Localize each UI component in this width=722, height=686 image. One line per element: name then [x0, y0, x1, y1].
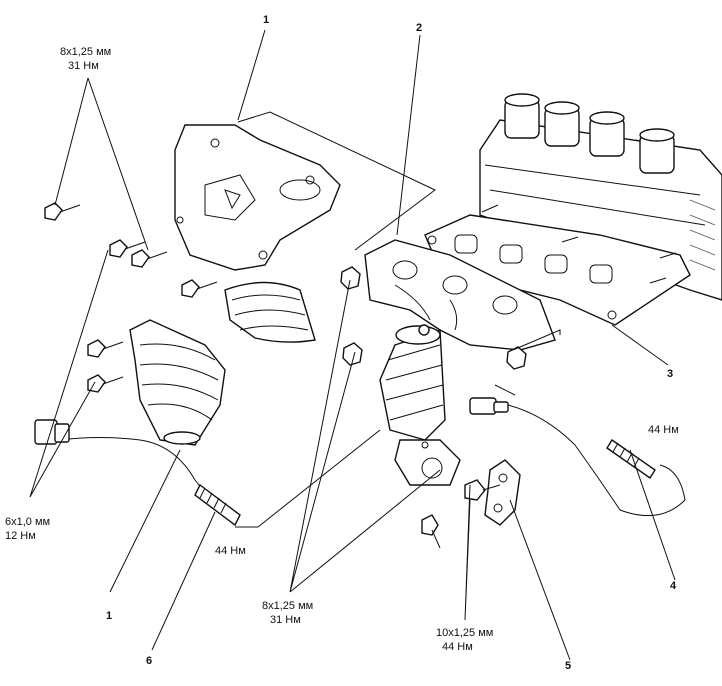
torque-size-bottom-center: 8x1,25 мм [262, 600, 314, 612]
leader-lines [29, 29, 676, 661]
primary-oxygen-sensor [34, 419, 241, 527]
torque-value-sensor-front: 44 Нм [215, 545, 246, 557]
torque-size-top-left: 8x1,25 мм [60, 46, 112, 58]
torque-value-sensor-rear: 44 Нм [648, 424, 679, 436]
torque-value-bottom-center: 31 Нм [270, 614, 301, 626]
callout-1-top: 1 [263, 14, 270, 26]
catalyst-bracket [484, 459, 521, 526]
torque-size-bottom-bolt: 10x1,25 мм [436, 627, 494, 639]
torque-value-left-mid: 12 Нм [5, 530, 36, 542]
callout-6: 6 [146, 655, 153, 667]
callout-2: 2 [416, 22, 423, 34]
manifold-gasket [424, 214, 691, 326]
callout-5: 5 [565, 660, 572, 672]
torque-value-bottom-bolt: 44 Нм [442, 641, 473, 653]
ignition-coils [504, 93, 675, 174]
manifold-heat-shield [174, 124, 341, 271]
torque-size-left-mid: 6x1,0 мм [5, 516, 51, 528]
callout-4: 4 [670, 580, 677, 592]
callout-1-bottom: 1 [106, 610, 113, 622]
studs [481, 204, 677, 284]
torque-value-top-left: 31 Нм [68, 60, 99, 72]
catalyst-heat-shield-lower [129, 319, 226, 446]
catalytic-converter [379, 324, 461, 486]
assembly-lines [235, 111, 561, 528]
nuts [340, 266, 527, 370]
secondary-oxygen-sensor [469, 397, 686, 517]
catalyst-heat-shield-upper [224, 281, 316, 343]
callout-3: 3 [667, 368, 674, 380]
